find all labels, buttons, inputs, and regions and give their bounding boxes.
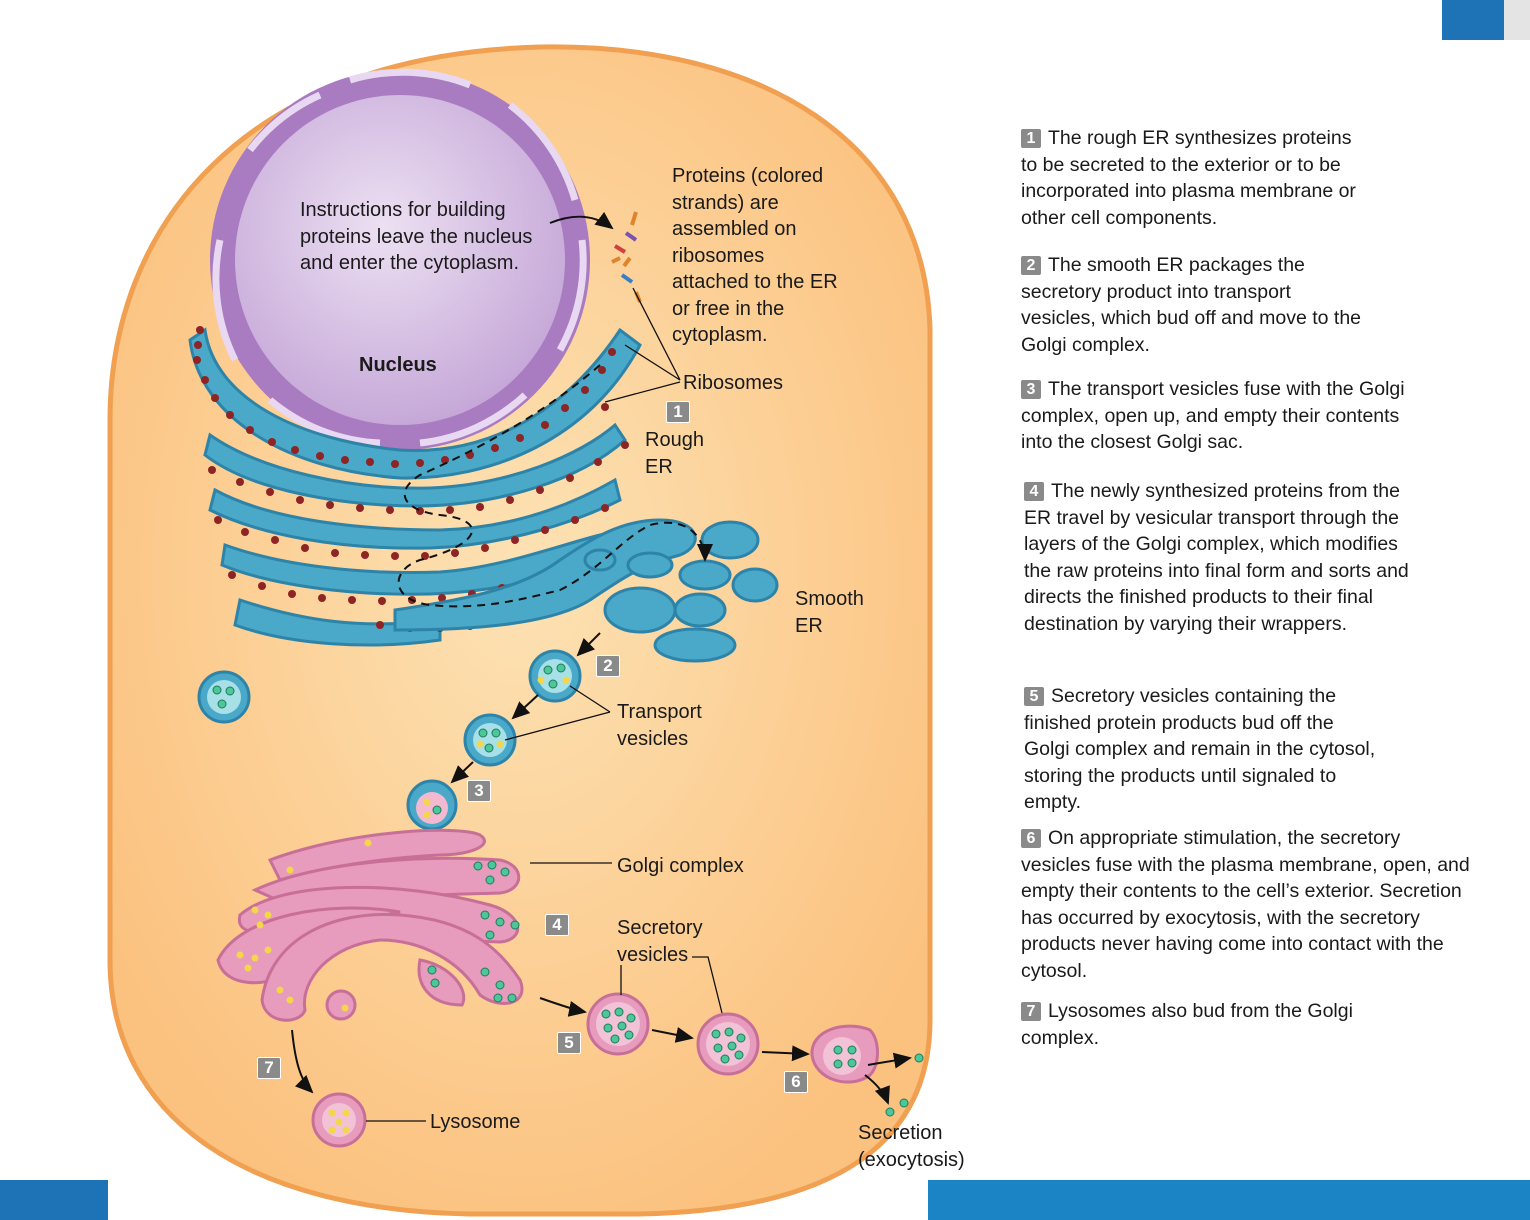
step-4-number: 4: [1024, 482, 1044, 501]
lysosome-label: Lysosome: [430, 1111, 521, 1133]
golgi-contents: [236, 839, 520, 1012]
exocytosis-vesicle: [810, 1024, 924, 1117]
instructions-label: Instructions for building proteins leave…: [300, 199, 533, 274]
rough-er-label: Rough ER: [645, 429, 704, 478]
step-2-text: The smooth ER packages the secretory pro…: [1021, 254, 1362, 356]
golgi-complex: [216, 828, 524, 1022]
transport-arrows: [450, 632, 601, 784]
golgi-label: Golgi complex: [617, 855, 744, 877]
badge-2: 2: [596, 655, 620, 677]
step-2-number: 2: [1021, 256, 1041, 275]
leader-lines: [366, 287, 723, 1122]
corner-gray-block: [1504, 0, 1530, 40]
process-arrows: [291, 211, 912, 1105]
badge-4: 4: [545, 914, 569, 936]
nucleus-label: Nucleus: [359, 354, 437, 376]
corner-bottom-right: [928, 1180, 1530, 1220]
badge-3: 3: [467, 780, 491, 802]
corner-bottom-left: [0, 1180, 108, 1220]
badge-6: 6: [784, 1071, 808, 1093]
smooth-er: [393, 518, 779, 663]
badge-1: 1: [666, 401, 690, 423]
nucleus: [210, 68, 590, 450]
step-1-text: The rough ER synthesizes proteins to be …: [1021, 127, 1356, 229]
step-5-text: Secretory vesicles containing the finish…: [1024, 685, 1376, 813]
step-6-text: On appropriate stimulation, the secretor…: [1021, 827, 1470, 982]
step-4-text: The newly synthesized proteins from the …: [1024, 480, 1409, 635]
secretion-label: Secretion (exocytosis): [858, 1122, 965, 1171]
step-3-number: 3: [1021, 380, 1041, 399]
lysosome-body: [311, 1092, 367, 1148]
step-6-number: 6: [1021, 829, 1041, 848]
transport-vesicles-label: Transport vesicles: [617, 701, 702, 750]
corner-blue-block: [1442, 0, 1504, 40]
ribosomes-label: Ribosomes: [683, 372, 784, 394]
rough-er: [188, 327, 642, 647]
transport-vesicles: [197, 649, 582, 831]
step-7-text: Lysosomes also bud from the Golgi comple…: [1021, 1000, 1353, 1049]
badge-5: 5: [557, 1032, 581, 1054]
step-3-text: The transport vesicles fuse with the Gol…: [1021, 378, 1405, 453]
proteins-label: Proteins (colored strands) are assembled…: [672, 165, 838, 346]
er-transport-path: [397, 364, 713, 608]
smooth-er-label: Smooth ER: [795, 588, 864, 637]
secretory-vesicles: [586, 992, 760, 1076]
step-1-number: 1: [1021, 129, 1041, 148]
step-5-number: 5: [1024, 687, 1044, 706]
secretory-vesicles-label: Secretory vesicles: [617, 917, 703, 966]
step-7-number: 7: [1021, 1002, 1041, 1021]
badge-7: 7: [257, 1057, 281, 1079]
